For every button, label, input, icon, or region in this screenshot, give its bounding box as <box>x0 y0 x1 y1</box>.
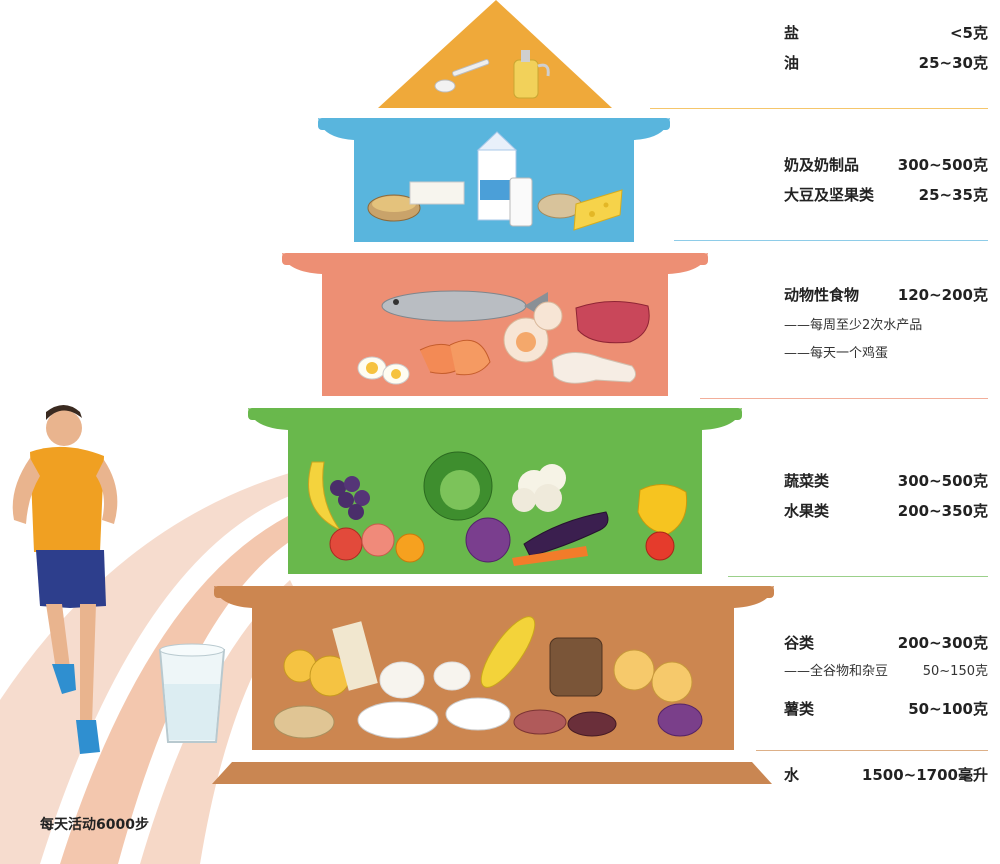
tier-salt-oil <box>378 0 612 108</box>
runner-icon <box>12 405 118 754</box>
grain-amount: 200~300克 <box>897 634 988 652</box>
shrimp-icon <box>419 339 491 376</box>
apple-icon <box>329 523 395 561</box>
grapes-icon <box>330 476 370 520</box>
divider-grain <box>756 750 988 751</box>
eggplant-icon <box>523 511 609 557</box>
soybean-bowl-icon <box>367 194 421 222</box>
divider-animal <box>700 398 988 399</box>
noodles-icon <box>332 621 378 691</box>
chicken-leg-icon <box>551 352 636 384</box>
bread-icon <box>549 637 603 697</box>
soy-nuts-amount: 25~35克 <box>918 186 988 204</box>
water-glass-icon <box>158 643 226 743</box>
whole-grain-amount: 50~150克 <box>922 664 988 679</box>
divider-dairy <box>674 240 988 241</box>
pyramid-base <box>212 762 772 784</box>
beans-icon <box>513 709 617 737</box>
tier-dairy-soy <box>318 118 670 242</box>
beef-icon <box>575 300 650 344</box>
vegetable-label: 蔬菜类 <box>784 472 830 490</box>
tomato-icon <box>645 531 675 561</box>
cabbage-icon <box>423 451 511 563</box>
scallop-icon <box>503 301 563 363</box>
divider-vegetable <box>728 576 988 577</box>
dairy-amount: 300~500克 <box>897 156 988 174</box>
water-label: 水 <box>784 766 800 784</box>
potato-icon <box>273 649 351 739</box>
animal-food-amount: 120~200克 <box>897 286 988 304</box>
animal-food-label: 动物性食物 <box>784 286 860 304</box>
salt-label: 盐 <box>784 24 800 42</box>
dairy-label: 奶及奶制品 <box>784 156 860 174</box>
aquatic-note: ——每周至少2次水产品 <box>784 318 923 333</box>
corn-icon <box>480 616 536 688</box>
bun-icon <box>379 661 471 699</box>
orange-icon <box>395 533 425 563</box>
rice-bowl-icon <box>357 697 511 739</box>
oil-label: 油 <box>784 54 800 72</box>
activity-label: 每天活动6000步 <box>40 817 149 833</box>
tofu-icon <box>409 181 465 205</box>
salt-amount: <5克 <box>949 24 988 42</box>
tier-vegetables-fruits <box>248 408 742 574</box>
fruit-label: 水果类 <box>784 502 830 520</box>
grain-label: 谷类 <box>784 634 815 652</box>
carrot-icon <box>512 546 588 566</box>
water-amount: 1500~1700毫升 <box>861 766 988 784</box>
cheese-icon <box>573 189 623 231</box>
salt-spoon-icon <box>434 59 490 93</box>
egg-note: ——每天一个鸡蛋 <box>784 346 889 361</box>
tuber-label: 薯类 <box>784 700 815 718</box>
tier-animal-foods <box>282 253 708 396</box>
pepper-icon <box>637 484 688 535</box>
tuber-amount: 50~100克 <box>908 700 988 718</box>
sweet-potato-icon <box>613 649 703 737</box>
whole-grain-note: ——全谷物和杂豆 <box>784 664 889 679</box>
egg-icon <box>357 356 410 385</box>
oil-bottle-icon <box>513 50 550 99</box>
fish-icon <box>381 290 548 322</box>
tier-grains-tubers <box>214 586 774 750</box>
milk-glass-icon <box>509 177 533 227</box>
cauliflower-icon <box>512 464 566 512</box>
fruit-amount: 200~350克 <box>897 502 988 520</box>
divider-salt-oil <box>650 108 988 109</box>
vegetable-amount: 300~500克 <box>897 472 988 490</box>
soy-nuts-label: 大豆及坚果类 <box>784 186 875 204</box>
oil-amount: 25~30克 <box>918 54 988 72</box>
